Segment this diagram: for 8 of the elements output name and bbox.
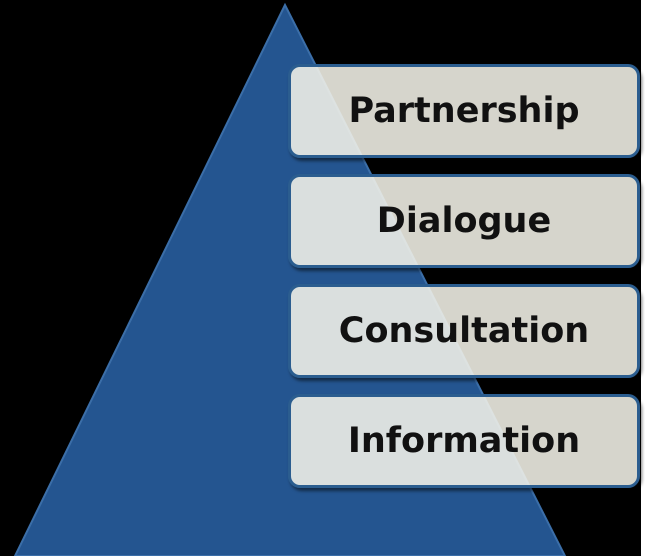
level-box — [288, 394, 640, 488]
level-label: Consultation — [338, 311, 590, 351]
level-box — [288, 64, 640, 158]
level-label: Dialogue — [376, 201, 552, 241]
level-box — [288, 284, 640, 378]
level-label: Partnership — [348, 91, 580, 131]
level-box — [288, 174, 640, 268]
level-label: Information — [348, 421, 580, 461]
